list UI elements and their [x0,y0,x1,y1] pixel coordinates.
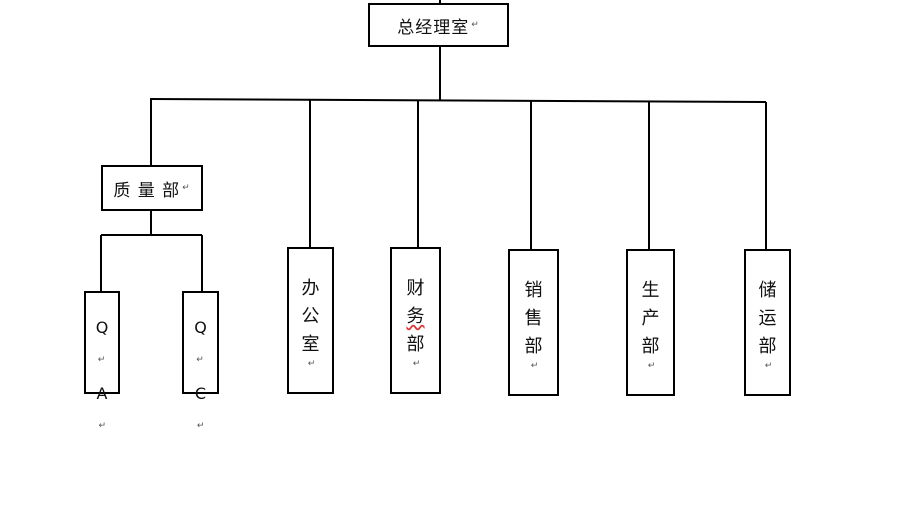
paragraph-mark-icon: ↵ [530,361,539,371]
quality-node: 质 量 部↵ [101,165,203,211]
quality-node-label: 质 量 部 [113,180,181,201]
qc-node: Q↵ C↵ [182,291,219,431]
qa-char: A↵ [96,384,108,431]
paragraph-mark-icon: ↵ [647,361,656,371]
qa-char: Q↵ [95,318,109,365]
finance-char: 财 [406,278,425,299]
qc-char: Q↵ [194,318,207,365]
sales-char: 销 [524,280,543,301]
paragraph-mark-icon: ↵ [307,359,316,369]
qa-node: Q↵ A↵ [84,291,120,431]
paragraph-mark-icon: ↵ [764,361,773,371]
sales-char: 部 [524,336,543,357]
logistics-node: 储 运 部 ↵ [744,249,791,396]
production-char: 生 [641,280,660,301]
production-char: 产 [641,308,660,329]
paragraph-mark-icon: ↵ [412,359,421,369]
sales-node: 销 售 部 ↵ [508,249,559,396]
office-char: 室 [301,334,320,355]
finance-char: 部 [406,334,425,355]
paragraph-mark-icon: ↵ [471,20,480,30]
logistics-char: 运 [758,308,777,329]
root-node: 总经理室↵ [368,3,509,47]
office-node: 办 公 室 ↵ [287,247,334,394]
qc-char: C↵ [194,384,207,431]
office-char: 办 [301,278,320,299]
sales-char: 售 [524,308,543,329]
production-node: 生 产 部 ↵ [626,249,675,396]
production-char: 部 [641,336,660,357]
logistics-char: 储 [758,280,777,301]
paragraph-mark-icon: ↵ [182,183,191,193]
logistics-char: 部 [758,336,777,357]
office-char: 公 [301,306,320,327]
root-node-label: 总经理室 [397,17,470,38]
finance-node: 财 务 部 ↵ [390,247,441,394]
main-bus-line [149,98,767,103]
finance-char: 务 [406,306,425,327]
